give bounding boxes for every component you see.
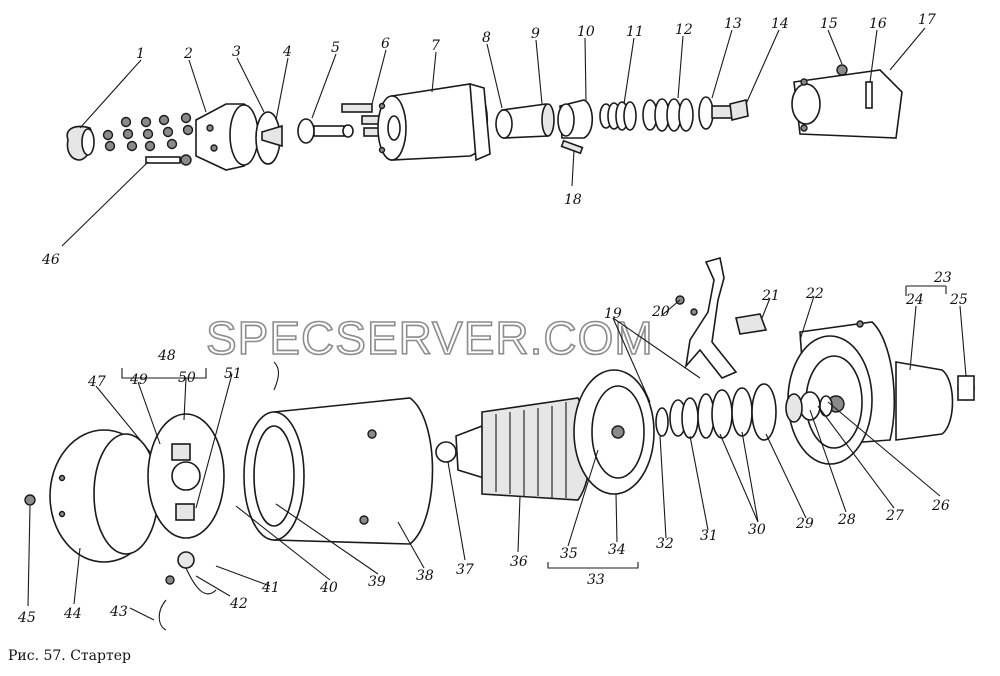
callout-34: 34 (608, 542, 626, 558)
part-1-cap (66, 125, 95, 161)
callout-16: 16 (869, 16, 887, 32)
callout-numbers: 1 2 3 4 5 6 7 8 9 10 11 12 13 14 15 16 1… (17, 12, 968, 626)
callout-7: 7 (431, 38, 440, 54)
callout-49: 49 (129, 372, 148, 388)
callout-22: 22 (805, 286, 824, 302)
callout-24: 24 (905, 292, 924, 308)
part-11-spring (599, 101, 637, 131)
part-2-cover (195, 103, 259, 171)
callout-36: 36 (510, 554, 528, 570)
callout-18: 18 (564, 192, 582, 208)
part-45-screw (24, 494, 36, 506)
callout-4: 4 (282, 44, 292, 60)
callout-41: 41 (261, 580, 280, 596)
callout-39: 39 (368, 574, 386, 590)
callout-13: 13 (724, 16, 742, 32)
callout-38: 38 (416, 568, 434, 584)
callout-47: 47 (87, 374, 106, 390)
callout-19: 19 (604, 306, 622, 322)
callout-44: 44 (63, 606, 82, 622)
callout-42: 42 (229, 596, 248, 612)
callout-37: 37 (456, 562, 474, 578)
part-5-plunger-rod (297, 118, 354, 144)
callout-5: 5 (331, 40, 340, 56)
callout-40: 40 (319, 580, 338, 596)
part-46-bolt (145, 154, 192, 166)
callout-1: 1 (136, 46, 145, 62)
callout-20: 20 (651, 304, 670, 320)
part-41-42-43-leads (158, 551, 217, 631)
callout-35: 35 (560, 546, 578, 562)
callout-21: 21 (761, 288, 780, 304)
callout-14: 14 (771, 16, 789, 32)
part-18-pin (560, 139, 584, 155)
callout-17: 17 (918, 12, 936, 28)
part-9-plunger (541, 103, 555, 137)
callout-23: 23 (933, 270, 952, 286)
callout-15: 15 (820, 16, 838, 32)
callout-11: 11 (626, 24, 644, 40)
callout-29: 29 (795, 516, 814, 532)
callout-46: 46 (41, 252, 60, 268)
part-4-contact-disc (261, 124, 283, 148)
callout-31: 31 (700, 528, 718, 544)
callout-45: 45 (17, 610, 36, 626)
part-24-25-nose (895, 361, 975, 441)
part-13-washer (698, 96, 735, 130)
leader-lines (27, 27, 967, 621)
part-12-spring (642, 98, 694, 132)
callout-8: 8 (482, 30, 491, 46)
callout-9: 9 (531, 26, 540, 42)
callout-51: 51 (224, 366, 242, 382)
part-17-bracket (791, 69, 903, 139)
part-26-28-pinion-parts (785, 391, 833, 423)
callout-25: 25 (949, 292, 968, 308)
part-8-plunger-sleeve (495, 103, 549, 139)
part-7-solenoid-housing (377, 82, 491, 162)
callout-50: 50 (178, 370, 196, 386)
callout-3: 3 (232, 44, 241, 60)
callout-6: 6 (381, 36, 390, 52)
part-10-spring-cup (557, 99, 594, 139)
figure-caption: Рис. 57. Стартер (8, 648, 131, 664)
part-48-brush-holder (147, 413, 225, 539)
solenoid-group (66, 64, 903, 171)
callout-43: 43 (109, 604, 128, 620)
part-nuts-washers (102, 112, 194, 152)
part-14-nut (729, 99, 749, 121)
callout-27: 27 (885, 508, 904, 524)
part-34-35-drive-end-plate (573, 369, 655, 495)
callout-2: 2 (183, 46, 193, 62)
part-38-yoke (243, 361, 434, 545)
callout-48: 48 (157, 348, 176, 364)
part-22-drive-housing (787, 320, 896, 465)
part-15-16-screws (836, 64, 873, 109)
watermark: SPECSERVER.COM (206, 312, 654, 364)
callout-28: 28 (837, 512, 856, 528)
callout-33: 33 (587, 572, 605, 588)
callout-10: 10 (577, 24, 595, 40)
part-20-21-shift-fork (675, 256, 768, 379)
part-44-end-cap (49, 429, 159, 563)
callout-12: 12 (675, 22, 693, 38)
callout-30: 30 (748, 522, 766, 538)
callout-26: 26 (931, 498, 950, 514)
part-29-32-drive-parts (655, 383, 777, 441)
callout-32: 32 (656, 536, 674, 552)
